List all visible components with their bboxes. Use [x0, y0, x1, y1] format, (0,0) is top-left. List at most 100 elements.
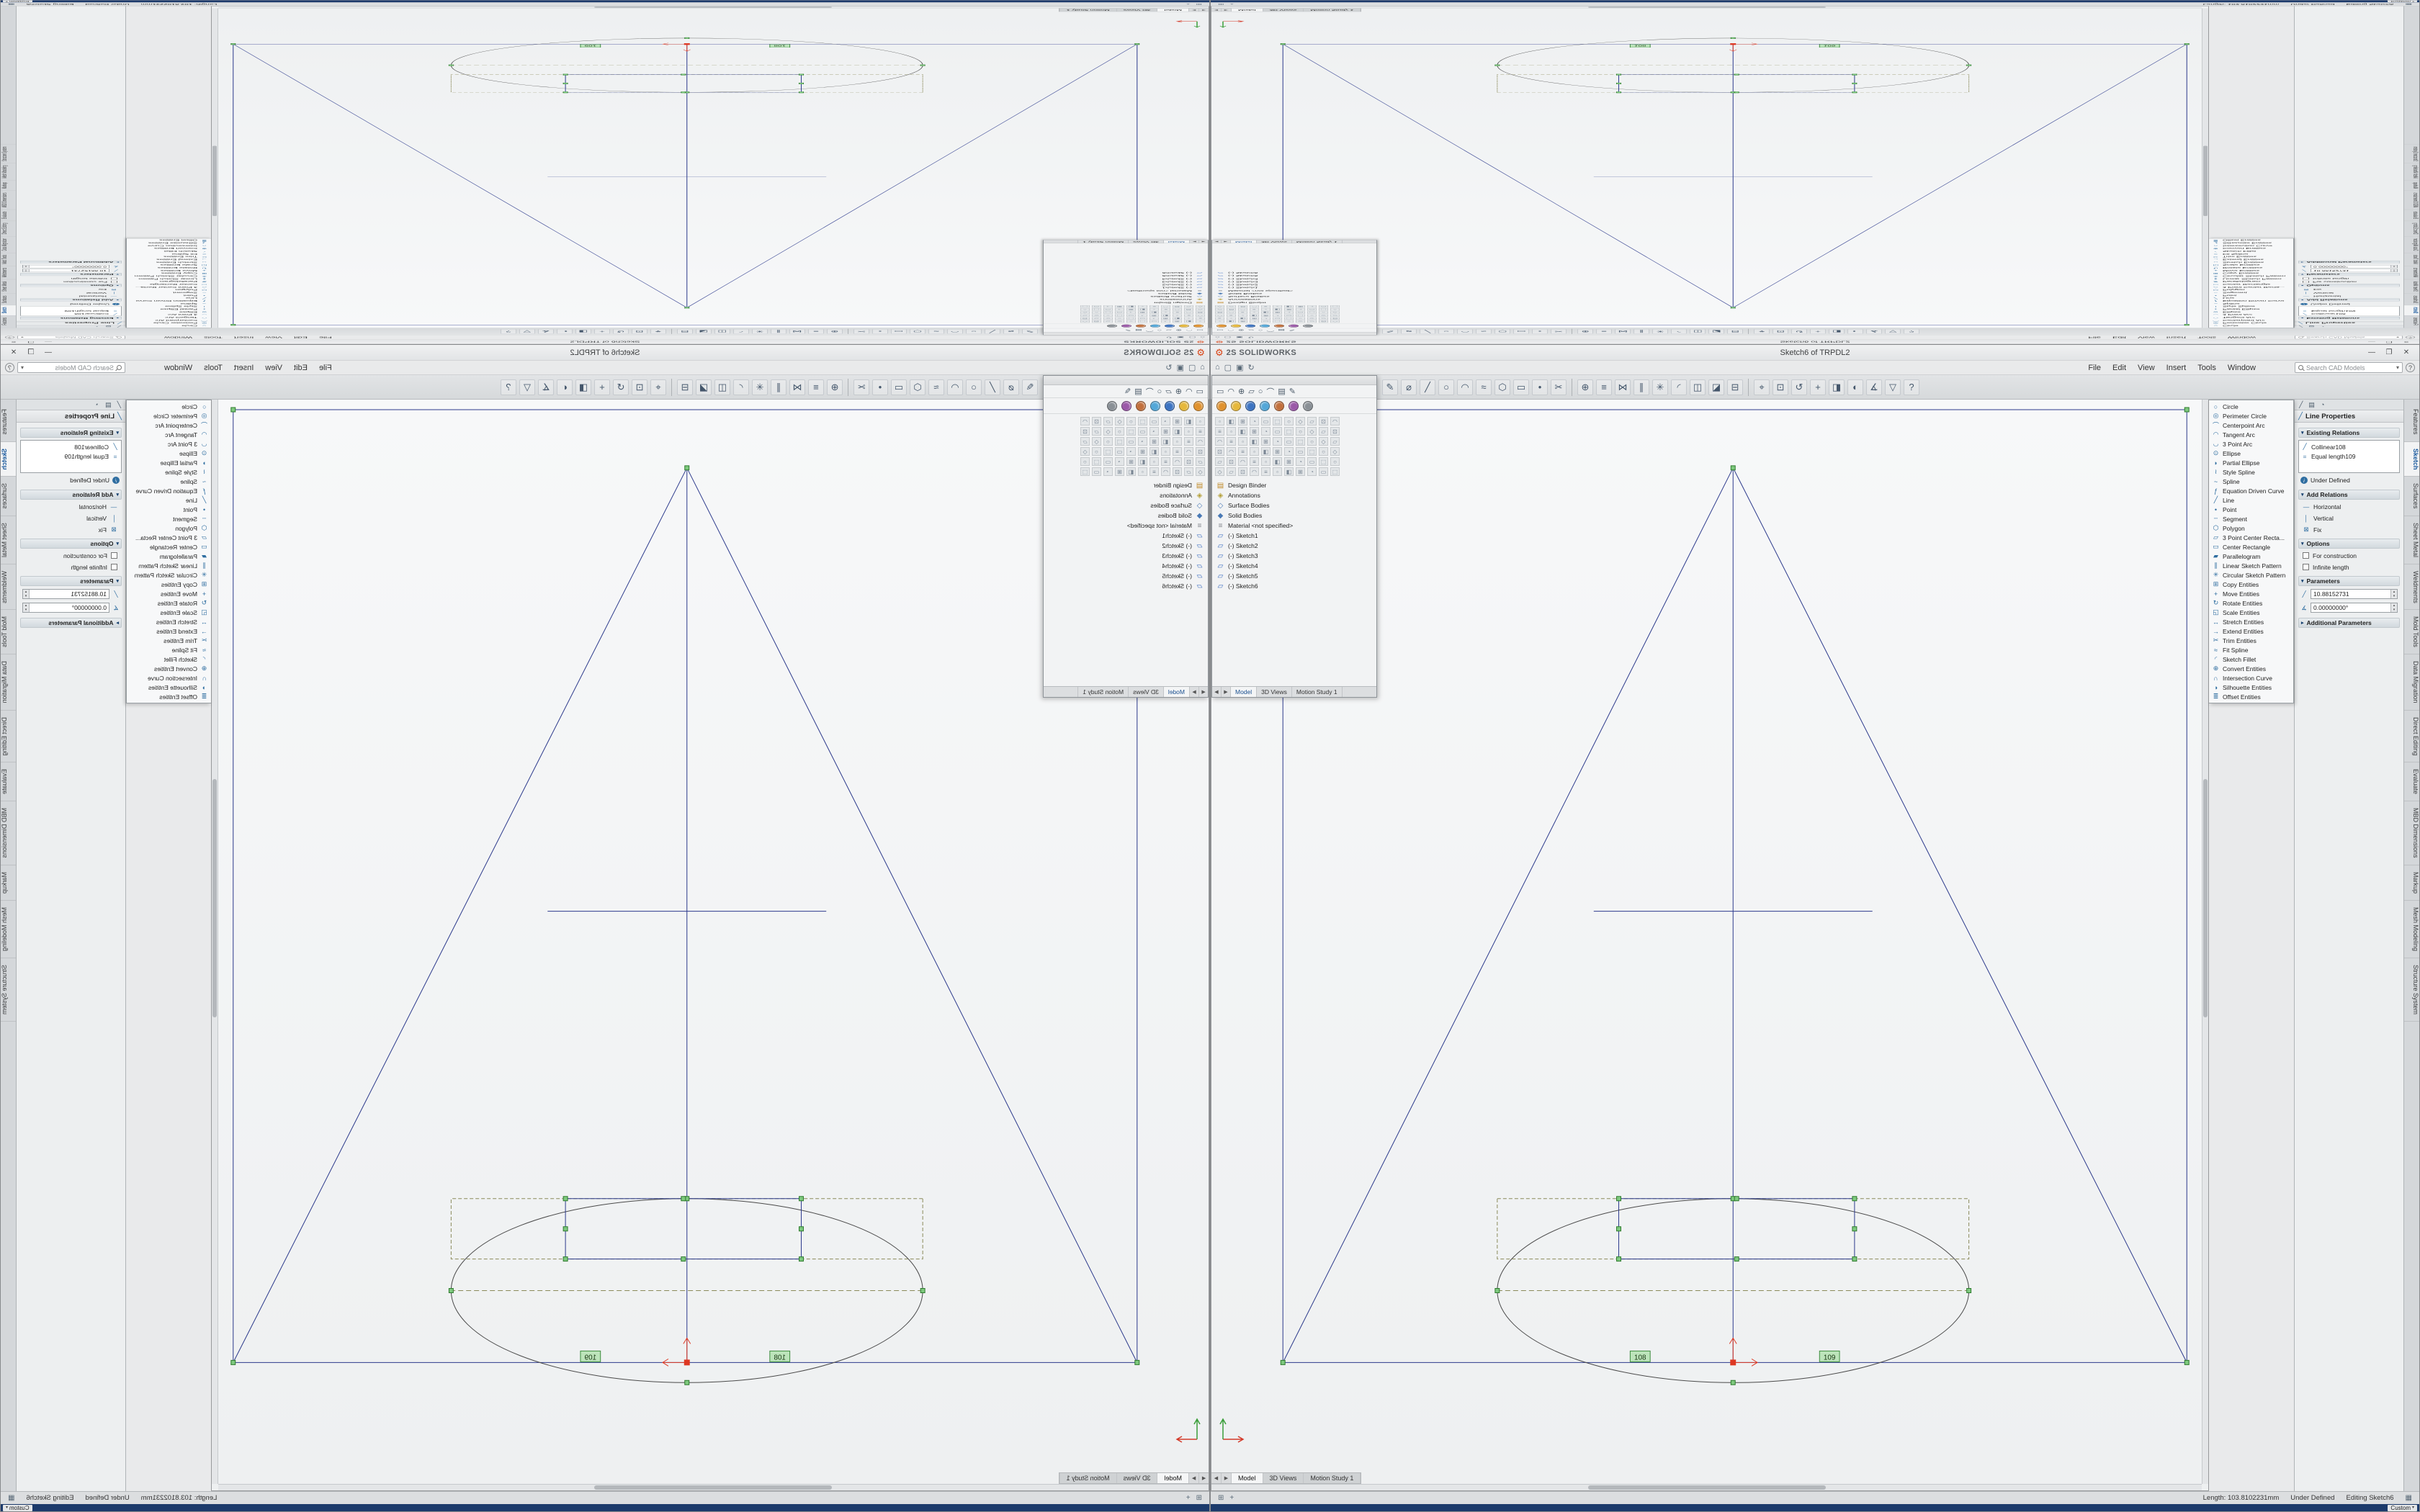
display-style-icon[interactable]: ◫ — [1690, 329, 1706, 334]
circle-icon[interactable]: ○ — [1438, 379, 1454, 395]
tab-direct-editing[interactable]: Direct Editing — [1, 220, 16, 237]
tab-sketch[interactable]: Sketch — [1, 305, 16, 316]
relation-item[interactable]: =Equal length109 — [23, 451, 119, 461]
mini-sketch-tool-icon[interactable]: ✎ — [1289, 387, 1296, 396]
mini-circle-tool-icon[interactable]: ○ — [1258, 387, 1263, 396]
tab-mesh-modeling[interactable]: Mesh Modeling — [1, 900, 16, 958]
tool-partial-ellipse[interactable]: ◗Partial Ellipse — [127, 308, 211, 311]
rebuild-icon[interactable]: ↻ — [1247, 364, 1255, 372]
sketch-point-handle[interactable] — [1731, 466, 1735, 470]
tab-mesh-modeling[interactable]: Mesh Modeling — [1, 163, 16, 181]
menu-tools[interactable]: Tools — [204, 336, 223, 339]
save-icon[interactable]: ▣ — [1236, 336, 1244, 339]
menu-view[interactable]: View — [265, 336, 282, 339]
checkbox-for-construction[interactable] — [2303, 552, 2309, 559]
search-box[interactable]: Search CAD Models ▾ — [2295, 336, 2403, 339]
mini-convert-tool-icon[interactable]: ⊕ — [1175, 328, 1182, 332]
sketch-point-handle[interactable] — [1734, 74, 1739, 76]
sketch-triangle[interactable] — [233, 44, 1137, 307]
tool-trim-entities[interactable]: ✂Trim Entities — [127, 256, 211, 258]
mini-arc-tool-icon[interactable]: ◠ — [1227, 328, 1235, 332]
sketch-point-handle[interactable] — [1731, 37, 1735, 39]
close-button[interactable]: ✕ — [2403, 348, 2410, 356]
tool-parallelogram[interactable]: ▰Parallelogram — [2209, 552, 2293, 561]
mini-rectangle-tool-icon[interactable]: ▭ — [1216, 328, 1224, 332]
sketch-icon[interactable]: ✎ — [1022, 329, 1038, 334]
bottom-view-icon[interactable] — [1121, 324, 1131, 328]
tool-spline[interactable]: ~Spline — [2209, 477, 2293, 486]
vertical-scrollbar[interactable] — [2202, 8, 2208, 328]
tool-trim-entities[interactable]: ✂Trim Entities — [2209, 636, 2293, 645]
pm-configuration-tab-icon[interactable]: ▤ — [2308, 400, 2315, 408]
sketch-point-handle[interactable] — [2184, 408, 2189, 412]
search-box[interactable]: Search CAD Models ▾ — [17, 336, 125, 339]
tab-evaluate[interactable]: Evaluate — [1, 209, 16, 221]
fillet-icon[interactable]: ◜ — [733, 379, 749, 395]
tool-convert-entities[interactable]: ⊕Convert Entities — [127, 247, 211, 250]
tool-ellipse[interactable]: ⊙Ellipse — [2209, 449, 2293, 458]
save-icon[interactable]: ▣ — [1236, 364, 1244, 372]
vertical-scrollbar-thumb[interactable] — [212, 779, 217, 1018]
zoom-area-icon[interactable]: ⊡ — [632, 329, 647, 334]
tool-circle[interactable]: ○Circle — [127, 325, 211, 328]
triad-y-axis[interactable] — [1219, 21, 1227, 28]
tab-evaluate[interactable]: Evaluate — [2404, 209, 2419, 221]
sketch-point-handle[interactable] — [685, 1380, 689, 1385]
help-icon[interactable]: ? — [2406, 336, 2415, 339]
sketch-triangle[interactable] — [233, 468, 1137, 1363]
sketch-origin-y-axis[interactable] — [684, 1338, 691, 1362]
tool-polygon[interactable]: ⬡Polygon — [127, 289, 211, 292]
spinner-down-icon[interactable]: ▾ — [23, 594, 29, 598]
tool-line[interactable]: ╱Line — [2209, 495, 2293, 505]
offset-icon[interactable]: ≡ — [808, 329, 824, 334]
grid-icon[interactable]: ▦ — [2405, 3, 2412, 6]
tree-item[interactable]: ≡Material <not specified> — [1048, 521, 1204, 531]
tool-polygon[interactable]: ⬡Polygon — [2209, 523, 2293, 533]
tab-sketch[interactable]: Sketch — [1, 441, 16, 477]
sketch-triangle[interactable] — [1283, 44, 2187, 307]
sketch-triangle[interactable] — [1283, 468, 2187, 1363]
section-header-additional-parameters[interactable]: ▸Additional Parameters — [20, 618, 122, 628]
left-view-icon[interactable] — [1245, 324, 1255, 328]
sketch-point-handle[interactable] — [1734, 1257, 1739, 1261]
bottom-view-icon[interactable] — [1121, 400, 1131, 411]
tab-features[interactable]: Features — [1, 402, 16, 442]
left-view-icon[interactable] — [1165, 400, 1175, 411]
tool-rotate-entities[interactable]: ↻Rotate Entities — [2209, 266, 2293, 269]
sketch-point-handle[interactable] — [681, 1257, 686, 1261]
menu-view[interactable]: View — [2138, 363, 2155, 372]
tool-extend-entities[interactable]: →Extend Entities — [2209, 626, 2293, 636]
tool-parallelogram[interactable]: ▰Parallelogram — [127, 552, 211, 561]
sketch-point-handle[interactable] — [1617, 1227, 1621, 1231]
circle-icon[interactable]: ○ — [966, 379, 982, 395]
mini-arc-tool-icon[interactable]: ◠ — [1185, 387, 1193, 396]
left-view-icon[interactable] — [1165, 324, 1175, 328]
right-view-icon[interactable] — [1150, 400, 1160, 411]
mini-centerpoint-arc-tool-icon[interactable]: ⌒ — [1266, 387, 1275, 397]
sketch-origin-y-axis[interactable] — [1729, 1338, 1736, 1362]
mini-arc-tool-icon[interactable]: ◠ — [1185, 328, 1193, 332]
tool-point[interactable]: •Point — [127, 294, 211, 297]
tool-circle[interactable]: ○Circle — [2209, 402, 2293, 411]
hidden-lines-icon[interactable]: ◪ — [696, 329, 712, 334]
coordinate-icon[interactable]: + — [1229, 3, 1234, 6]
tree-item[interactable]: ▱(-) Sketch2 — [1216, 541, 1372, 551]
section-header-options[interactable]: ▾Options — [2298, 539, 2400, 549]
sketch-point-handle[interactable] — [563, 1257, 568, 1261]
tool-line[interactable]: ╱Line — [127, 495, 211, 505]
tool-3-point-center-recta[interactable]: ▱3 Point Center Recta... — [127, 533, 211, 542]
mini-rectangle-tool-icon[interactable]: ▭ — [1216, 387, 1224, 396]
tool-center-rectangle[interactable]: ▭Center Rectangle — [2209, 542, 2293, 552]
top-view-icon[interactable] — [1136, 324, 1146, 328]
appearance-icon[interactable]: ◐ — [1847, 329, 1863, 334]
relation-item[interactable]: =Equal length109 — [2301, 451, 2397, 461]
add-relation-vertical[interactable]: │Vertical — [2298, 292, 2400, 294]
add-relation-horizontal[interactable]: —Horizontal — [20, 502, 122, 511]
tool-3-point-center-recta[interactable]: ▱3 Point Center Recta... — [2209, 533, 2293, 542]
relation-item[interactable]: ╱Collinear108 — [23, 442, 119, 451]
rebuild-icon[interactable]: ↻ — [1247, 336, 1255, 339]
tool-convert-entities[interactable]: ⊕Convert Entities — [2209, 247, 2293, 250]
